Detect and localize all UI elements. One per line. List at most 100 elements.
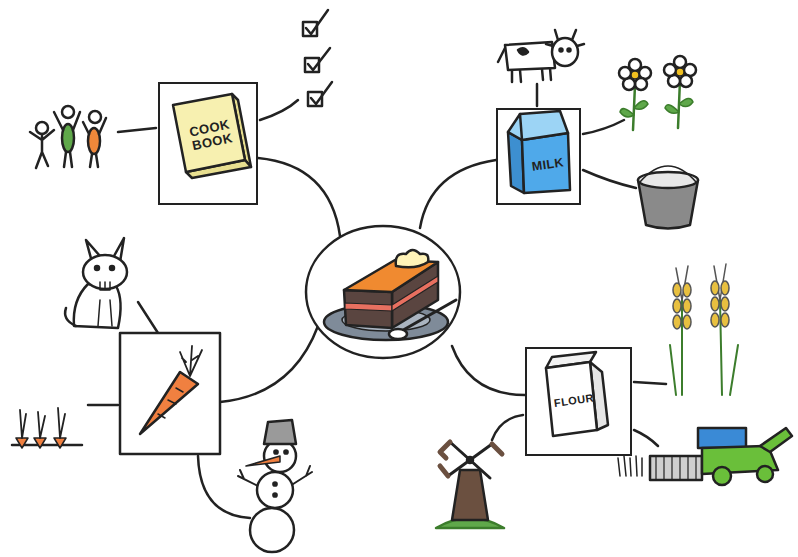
picture-box: FLOUR xyxy=(525,347,632,456)
windmill-icon xyxy=(467,457,473,463)
picture-box: MILK xyxy=(496,108,581,205)
wheat-icon xyxy=(683,283,691,297)
harvester-icon xyxy=(656,456,696,480)
milk-carton-icon xyxy=(508,111,568,140)
picture-box: COOK BOOK xyxy=(158,82,258,205)
carrot-icon xyxy=(140,346,202,434)
cake-circle xyxy=(396,250,429,267)
bucket-icon xyxy=(640,166,696,182)
snowman-icon xyxy=(257,472,293,508)
cake-circle xyxy=(345,303,392,311)
harvester-icon xyxy=(713,467,731,485)
people-icon xyxy=(62,106,74,118)
snowman-icon xyxy=(238,420,312,552)
leader-line xyxy=(118,128,156,132)
branch-line xyxy=(452,346,525,395)
wheat-icon xyxy=(670,264,738,395)
rabbit-icon xyxy=(65,308,76,326)
package-label: COOK BOOK xyxy=(184,116,239,153)
rabbit-icon xyxy=(83,255,127,289)
leader-line xyxy=(583,170,636,188)
harvester-icon xyxy=(757,466,773,482)
carrot-icon xyxy=(158,388,183,418)
flowers-icon xyxy=(619,56,696,90)
wheat-icon xyxy=(721,281,729,295)
picture-frame xyxy=(120,333,220,454)
wheat-icon xyxy=(711,313,719,327)
rabbit-icon xyxy=(65,238,127,328)
cake-circle xyxy=(306,226,460,358)
cow-icon xyxy=(518,48,528,54)
people-icon xyxy=(62,124,74,152)
rabbit-icon xyxy=(95,266,99,270)
wheat-icon xyxy=(673,283,681,297)
flour-bag-icon xyxy=(546,352,608,436)
checklist-icon xyxy=(306,10,332,104)
flowers-icon xyxy=(620,101,648,117)
cookbook-icon xyxy=(173,94,251,178)
harvester-icon xyxy=(760,428,792,452)
rabbit-icon xyxy=(110,266,114,270)
leader-line xyxy=(583,120,624,134)
people-icon xyxy=(83,118,106,167)
leader-line xyxy=(138,302,158,333)
cow-icon xyxy=(568,49,571,52)
harvester-icon xyxy=(650,456,702,480)
harvester-icon xyxy=(698,428,746,448)
windmill-icon xyxy=(448,442,492,478)
cow-icon xyxy=(560,49,563,52)
people-icon xyxy=(89,111,101,123)
leader-line xyxy=(88,84,666,518)
cake-circle xyxy=(398,300,456,333)
cake-circle xyxy=(389,329,407,339)
leader-line xyxy=(634,382,666,384)
milk-carton-icon xyxy=(520,114,522,140)
flowers-icon xyxy=(680,75,692,87)
picture-frame xyxy=(120,333,220,454)
carrot-row-icon xyxy=(20,408,65,438)
people-icon xyxy=(30,106,106,168)
snowman-icon xyxy=(273,493,276,496)
wheat-icon xyxy=(673,315,681,329)
leader-line xyxy=(260,100,298,120)
windmill-icon xyxy=(436,442,504,528)
windmill-icon xyxy=(440,442,502,476)
cake-circle xyxy=(306,226,460,358)
leader-line xyxy=(634,430,658,446)
flowers-icon xyxy=(619,56,696,130)
wheat-icon xyxy=(673,299,681,313)
cow-icon xyxy=(505,42,555,70)
snowman-icon xyxy=(273,482,276,485)
milk-carton-icon xyxy=(508,111,570,193)
harvester-icon xyxy=(618,428,792,485)
wheat-icon xyxy=(721,297,729,311)
wheat-icon xyxy=(683,299,691,313)
leader-line xyxy=(492,415,523,440)
cow-icon xyxy=(546,30,584,46)
snowman-icon xyxy=(284,450,287,453)
wheat-icon xyxy=(711,297,719,311)
branch-line xyxy=(258,158,340,236)
flowers-icon xyxy=(664,64,676,76)
people-icon xyxy=(30,130,54,168)
package-label: MILK xyxy=(524,155,571,174)
wheat-icon xyxy=(673,281,729,329)
people-icon xyxy=(36,122,48,134)
branch-line xyxy=(420,160,496,228)
rabbit-icon xyxy=(74,284,121,328)
flour-bag-icon xyxy=(546,362,597,436)
leader-line xyxy=(536,84,539,106)
people-icon xyxy=(54,112,80,167)
wheat-icon xyxy=(721,313,729,327)
wheat-icon xyxy=(676,264,726,300)
snowman-icon xyxy=(246,456,280,466)
snowman-icon xyxy=(264,420,296,444)
wheat-icon xyxy=(711,281,719,295)
rabbit-icon xyxy=(100,282,110,290)
branch-line xyxy=(220,326,318,402)
rabbit-icon xyxy=(98,300,112,326)
package-label: FLOUR xyxy=(550,392,597,410)
